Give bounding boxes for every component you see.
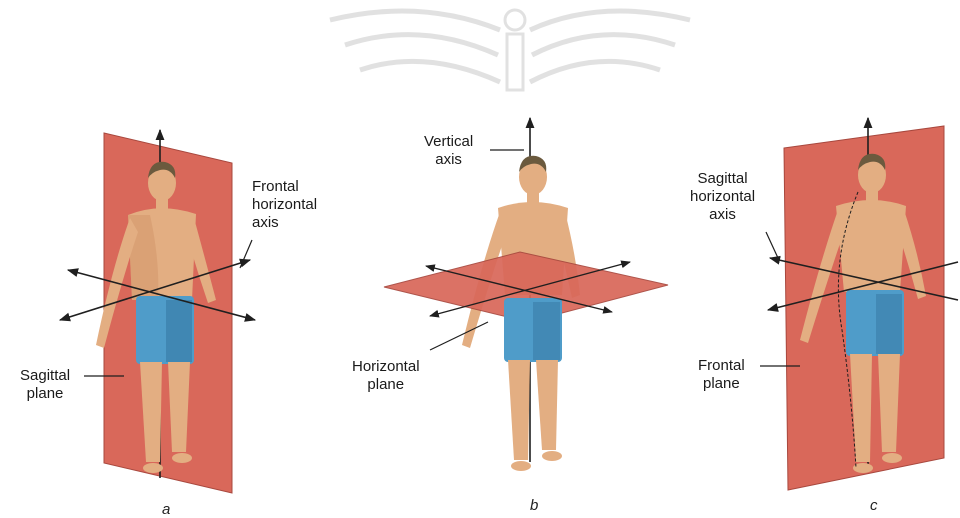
panel-b <box>384 118 668 471</box>
horizontal-plane-label: Horizontal plane <box>352 358 420 394</box>
panel-a <box>60 130 255 493</box>
human-figure-b-lower <box>504 298 562 471</box>
frontal-horizontal-axis-label: Frontal horizontal axis <box>252 178 317 232</box>
leader-line-frontal-axis <box>240 240 252 268</box>
sagittal-horizontal-axis-label: Sagittal horizontal axis <box>690 170 755 224</box>
panel-letter-a: a <box>162 501 170 518</box>
frontal-plane-label: Frontal plane <box>698 357 745 393</box>
leader-line-horizontal-plane <box>430 322 488 350</box>
sagittal-plane-label: Sagittal plane <box>20 367 70 403</box>
panel-letter-c: c <box>870 497 878 514</box>
vertical-axis-label: Vertical axis <box>424 133 473 169</box>
watermark-seal-icon <box>330 10 690 90</box>
panel-letter-b: b <box>530 497 538 514</box>
panel-c <box>760 118 958 490</box>
leader-line-sagittal-axis <box>766 232 778 258</box>
